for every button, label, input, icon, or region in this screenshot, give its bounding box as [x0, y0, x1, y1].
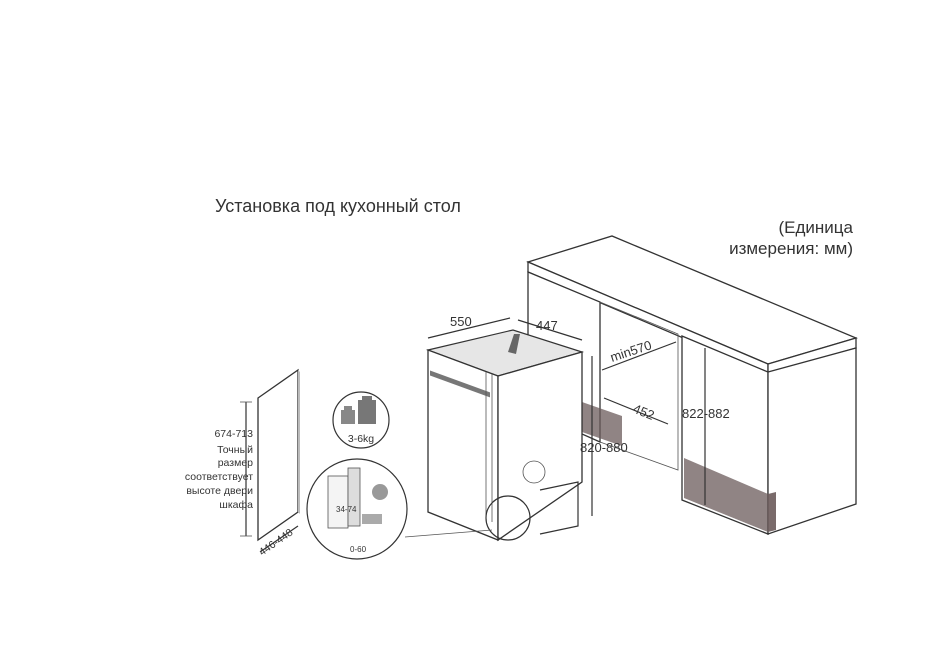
min-width-label: min570 — [608, 337, 653, 364]
door-note-line3: соответствует — [185, 471, 253, 483]
dishwasher-dimensions: 550 447 820-880 — [427, 314, 628, 516]
door-note-line4: высоте двери — [186, 485, 253, 497]
right-cabinet-side — [767, 347, 857, 535]
door-note-line1: Точный — [217, 444, 253, 456]
niche-depth-label: 452 — [631, 401, 657, 423]
units-label-line1: (Единица — [779, 218, 854, 237]
door-panel — [257, 368, 299, 542]
foot-range-label: 0-60 — [350, 545, 367, 554]
units-label-line2: измерения: мм) — [729, 239, 853, 258]
diagram-title: Установка под кухонный стол — [215, 196, 461, 216]
door-height-note: 674-713 Точный размер соответствует высо… — [185, 428, 253, 511]
door-note-line5: шкафа — [219, 499, 253, 511]
hinge-range-label: 34-74 — [336, 505, 357, 514]
appliance-height-label: 820-880 — [580, 440, 628, 455]
dishwasher — [425, 329, 585, 542]
door-height-label: 674-713 — [214, 428, 253, 440]
hinge-detail: 34-74 0-60 — [306, 458, 493, 560]
door-note-line2: размер — [218, 457, 253, 469]
niche-height-label: 822-882 — [682, 406, 730, 421]
width-label: 447 — [536, 318, 558, 333]
kitchen-cabinet — [526, 235, 858, 535]
hose-fitting — [508, 334, 520, 354]
dishwasher-side — [497, 351, 583, 542]
depth-label: 550 — [450, 314, 472, 329]
weight-icon: 3-6kg — [332, 391, 390, 449]
weight-label: 3-6kg — [348, 433, 374, 445]
